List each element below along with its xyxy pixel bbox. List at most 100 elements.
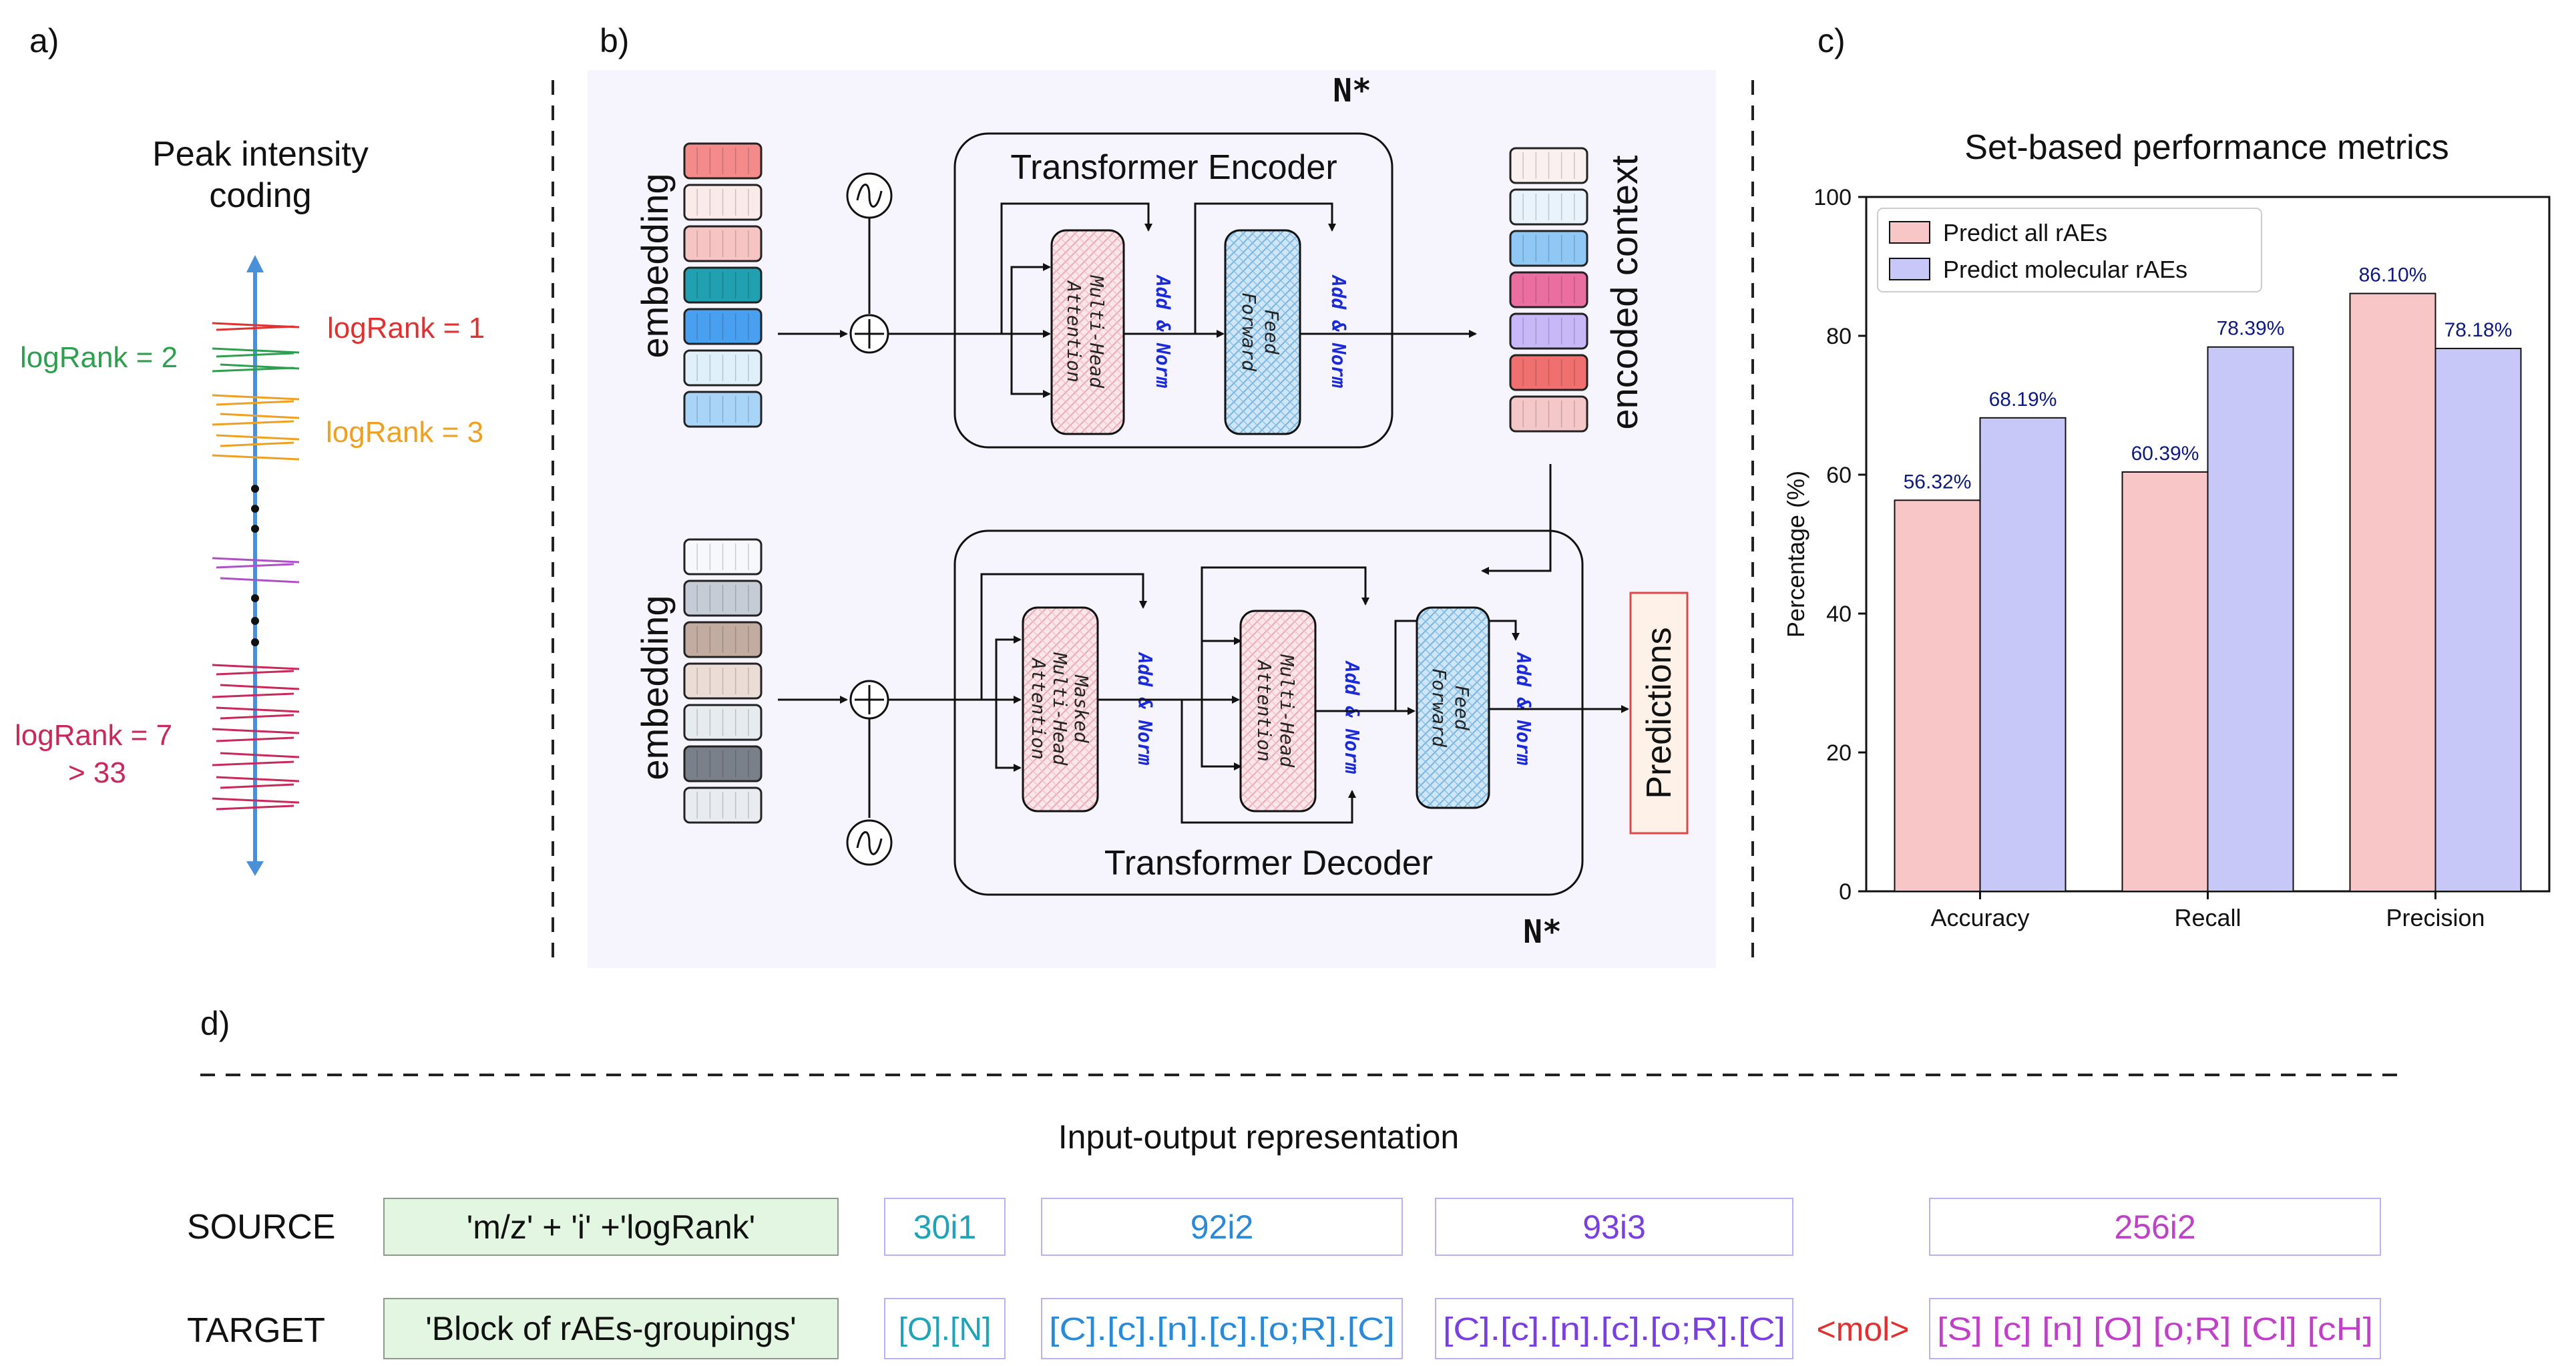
embedding-bottom-label: embedding xyxy=(634,595,676,780)
y-tick-label: 20 xyxy=(1826,740,1852,766)
rank3-stroke xyxy=(212,454,300,461)
svg-text:Add & Norm: Add & Norm xyxy=(1152,274,1174,389)
intensity-axis-bottom-arrow xyxy=(246,861,264,876)
rank7-stroke xyxy=(216,736,294,742)
rank3-stroke xyxy=(216,434,300,441)
target-token-box xyxy=(1929,1298,2381,1359)
rank7-stroke xyxy=(212,760,294,766)
embedding-bottom-cell xyxy=(683,580,763,617)
y-tick-label: 40 xyxy=(1826,602,1852,627)
target-token: [O].[N] xyxy=(899,1312,992,1347)
embedding-bottom-cell xyxy=(683,662,763,700)
embedding-top-cell xyxy=(683,308,763,345)
rank7-stroke xyxy=(220,783,294,789)
rank7-strokes xyxy=(212,664,300,811)
io-title: Input-output representation xyxy=(1058,1118,1459,1156)
legend-swatch xyxy=(1889,258,1930,280)
panel-d-label: d) xyxy=(200,1005,230,1042)
source-token: 93i3 xyxy=(1582,1208,1646,1246)
rank2-stroke xyxy=(216,352,294,358)
rank1-stroke xyxy=(216,325,294,331)
n-star-top: N* xyxy=(1333,72,1371,109)
source-token-box xyxy=(884,1198,1006,1256)
rank7-label-line1: logRank = 7 xyxy=(15,719,172,752)
encoder-add-norm-1: Add & Norm xyxy=(1152,274,1174,389)
mid-rank-stroke xyxy=(216,563,294,569)
panel-b-label: b) xyxy=(600,22,629,59)
ellipsis-dot xyxy=(251,485,259,493)
embedding-top-cell xyxy=(683,391,763,428)
panel-a: Peak intensity coding logRank = 1 logRan… xyxy=(15,135,485,876)
svg-text:Attention: Attention xyxy=(1063,280,1085,383)
embedding-top-cell xyxy=(683,266,763,304)
svg-text:Add & Norm: Add & Norm xyxy=(1134,652,1156,766)
bar-all xyxy=(2121,471,2209,892)
y-tick-label: 0 xyxy=(1839,879,1852,905)
rank1-strokes xyxy=(212,322,300,331)
encoded-context-cell xyxy=(1509,354,1588,391)
embedding-top-label: embedding xyxy=(634,173,676,358)
decoder-ff-text: Feed Forward xyxy=(1428,668,1473,748)
rank3-stroke xyxy=(212,394,300,401)
rank3-stroke xyxy=(212,420,294,426)
embedding-bottom-cell xyxy=(683,745,763,782)
encoded-context-cell xyxy=(1509,188,1588,226)
bar-molecular xyxy=(2434,347,2522,892)
target-token: [C].[c].[n].[c].[o;R].[C] xyxy=(1049,1312,1395,1347)
encoded-context-cell xyxy=(1509,230,1588,267)
svg-text:Forward: Forward xyxy=(1238,292,1260,372)
source-format-text: 'm/z' + 'i' +'logRank' xyxy=(467,1208,755,1246)
mid-rank-strokes xyxy=(212,557,300,584)
source-token-box xyxy=(1435,1198,1793,1256)
ellipsis-dot xyxy=(251,525,259,533)
rank3-stroke xyxy=(216,400,294,406)
bar-value-label: 86.10% xyxy=(2359,264,2427,286)
rank7-stroke xyxy=(216,776,300,782)
mid-rank-stroke xyxy=(220,577,300,584)
panel-d: Input-output representation SOURCE TARGE… xyxy=(187,1118,2381,1359)
svg-text:Masked: Masked xyxy=(1070,674,1092,743)
ellipsis-dot xyxy=(251,594,259,602)
decoder-block xyxy=(953,529,1584,896)
ellipsis-dot xyxy=(251,638,259,646)
bar-all xyxy=(2349,292,2436,892)
target-format-box xyxy=(383,1298,839,1359)
encoder-feed-forward xyxy=(1224,229,1301,435)
source-label: SOURCE xyxy=(187,1208,335,1246)
rank3-stroke xyxy=(220,441,294,447)
bar-value-label: 56.32% xyxy=(1904,471,1972,493)
rank7-stroke xyxy=(216,805,294,811)
encoder-title: Transformer Encoder xyxy=(1010,148,1337,187)
rank2-label: logRank = 2 xyxy=(20,341,178,374)
source-token-box xyxy=(1929,1198,2381,1256)
predictions-label: Predictions xyxy=(1640,627,1679,799)
target-token-box xyxy=(1435,1298,1793,1359)
mol-separator: <mol> xyxy=(1817,1311,1910,1348)
embedding-top-cell xyxy=(683,142,763,180)
panel-a-title-line1: Peak intensity xyxy=(152,135,369,174)
target-token-box xyxy=(1041,1298,1403,1359)
encoder-add-norm-2: Add & Norm xyxy=(1327,274,1349,389)
y-tick-label: 80 xyxy=(1826,324,1852,349)
y-tick-label: 60 xyxy=(1826,463,1852,488)
chart-ylabel: Percentage (%) xyxy=(1782,471,1809,638)
target-format-text: 'Block of rAEs-groupings' xyxy=(425,1310,796,1347)
ellipsis-dot xyxy=(251,617,259,625)
rank2-strokes xyxy=(212,347,300,373)
rank7-stroke xyxy=(216,670,294,676)
decoder-masked-attention xyxy=(1022,606,1099,813)
rank2-stroke xyxy=(212,367,294,373)
decoder-masked-text: Masked Multi-Head Attention xyxy=(1028,652,1092,766)
encoder-ff-text: Feed Forward xyxy=(1238,292,1283,372)
encoded-context-cell xyxy=(1509,147,1588,184)
rank7-stroke xyxy=(220,684,300,690)
legend-label: Predict molecular rAEs xyxy=(1943,256,2187,283)
source-token-box xyxy=(1041,1198,1403,1256)
y-tick-label: 100 xyxy=(1813,185,1852,210)
encoded-context-cell xyxy=(1509,312,1588,350)
encoder-mha-text: Multi-Head Attention xyxy=(1063,275,1108,389)
panel-a-label: a) xyxy=(29,22,59,59)
decoder-mha-text: Multi-Head Attention xyxy=(1253,654,1298,768)
